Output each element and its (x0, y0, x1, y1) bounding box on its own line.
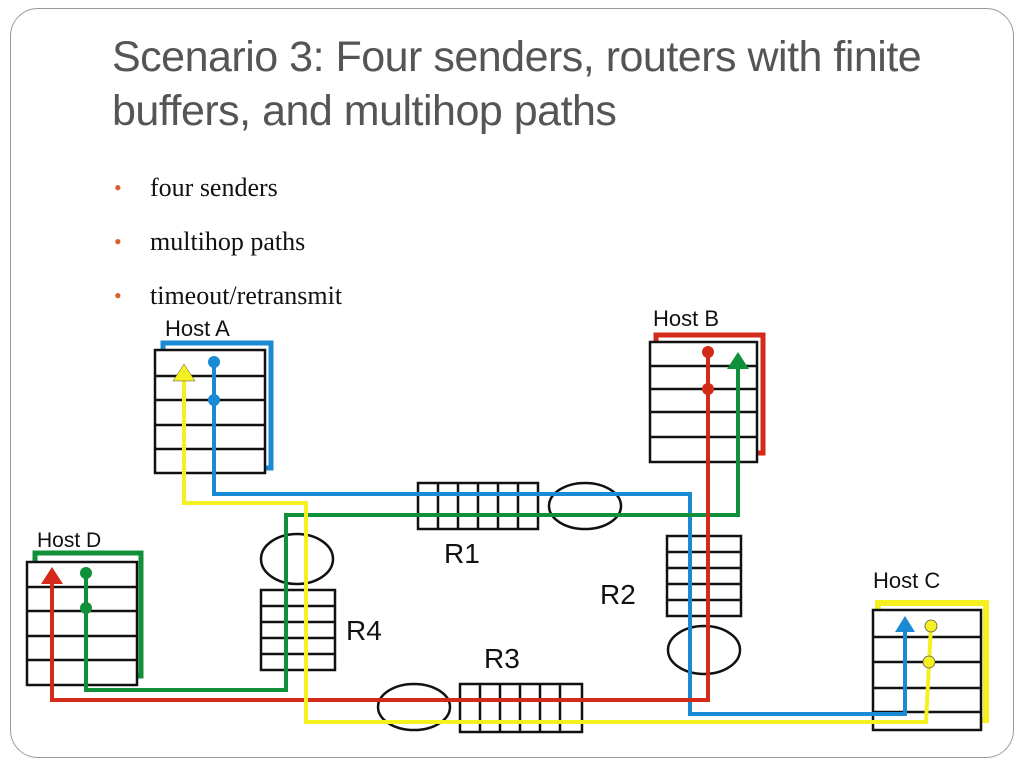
bullet-list: •four senders •multihop paths •timeout/r… (112, 170, 342, 332)
r2-link-icon (666, 624, 742, 676)
router-r1-label: R1 (444, 538, 480, 569)
bullet-item: •timeout/retransmit (112, 278, 342, 332)
r3-link-icon (376, 682, 452, 732)
arrow-head-icon (172, 363, 196, 382)
router-r2: R2 (600, 534, 743, 676)
router-r3: R3 (376, 643, 584, 734)
host-b-label: Host B (653, 306, 719, 331)
host-a-label: Host A (165, 316, 230, 341)
bullet-item: •multihop paths (112, 224, 342, 278)
arrow-head-icon (41, 567, 63, 584)
router-r4-label: R4 (346, 615, 382, 646)
arrow-head-icon (727, 352, 749, 369)
host-c-label: Host C (873, 568, 940, 593)
router-r2-label: R2 (600, 579, 636, 610)
path-a-to-c (208, 356, 915, 716)
router-r3-label: R3 (484, 643, 520, 674)
path-d-to-b (80, 352, 749, 692)
bullet-dot-icon: • (114, 229, 122, 254)
bullet-dot-icon: • (114, 175, 122, 200)
path-c-to-a (172, 363, 938, 724)
host-d-label: Host D (37, 529, 101, 552)
r1-link-icon (547, 481, 623, 531)
slide-title: Scenario 3: Four senders, routers with f… (112, 33, 922, 135)
slide-frame (10, 8, 1014, 758)
bullet-item: •four senders (112, 170, 342, 224)
r4-link-icon (259, 532, 335, 586)
bullet-dot-icon: • (114, 283, 122, 308)
path-b-to-d (41, 346, 714, 702)
arrow-head-icon (895, 616, 915, 632)
router-r4: R4 (259, 532, 382, 672)
